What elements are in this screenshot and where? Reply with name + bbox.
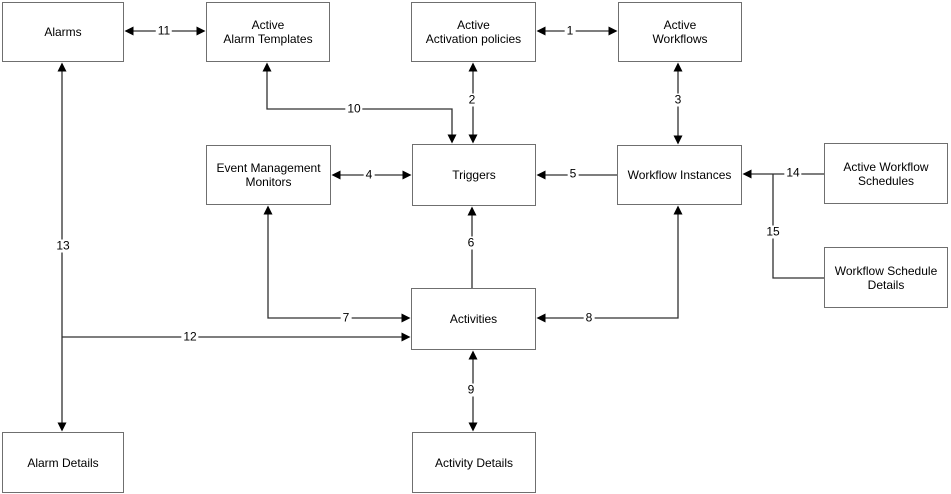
node-active-workflow-schedules: Active Workflow Schedules xyxy=(824,143,948,204)
connector-14-label: 14 xyxy=(784,165,802,180)
connector-1-label: 1 xyxy=(564,23,576,38)
node-alarms: Alarms xyxy=(2,2,124,62)
connector-9-label: 9 xyxy=(465,382,477,397)
connector-7-label: 7 xyxy=(340,310,352,325)
connector-14 xyxy=(742,169,824,179)
connector-6-label: 6 xyxy=(465,235,477,250)
connector-15 xyxy=(772,174,824,279)
connector-2-label: 2 xyxy=(466,92,478,107)
connector-3-label: 3 xyxy=(672,92,684,107)
connector-8-label: 8 xyxy=(583,310,595,325)
connector-10-label: 10 xyxy=(345,101,363,116)
connector-11-label: 11 xyxy=(155,23,173,38)
connector-12-label: 12 xyxy=(181,329,199,344)
node-alarm-details: Alarm Details xyxy=(2,432,124,493)
connector-8 xyxy=(536,205,683,323)
node-activities: Activities xyxy=(411,288,536,350)
node-activity-details: Activity Details xyxy=(412,432,536,493)
connector-5 xyxy=(536,170,617,180)
connector-6 xyxy=(467,206,477,288)
node-active-activation-policies: Active Activation policies xyxy=(411,2,536,62)
node-workflow-schedule-details: Workflow Schedule Details xyxy=(824,247,948,308)
connector-1 xyxy=(536,26,618,36)
connector-13-label: 13 xyxy=(54,238,72,253)
node-triggers: Triggers xyxy=(412,144,536,206)
node-active-workflows: Active Workflows xyxy=(618,2,742,62)
connector-4-label: 4 xyxy=(363,167,375,182)
node-event-management-monitors: Event Management Monitors xyxy=(206,145,331,205)
connector-12 xyxy=(62,332,411,342)
connector-7 xyxy=(263,205,411,323)
node-workflow-instances: Workflow Instances xyxy=(617,145,742,205)
connector-5-label: 5 xyxy=(567,166,579,181)
node-active-alarm-templates: Active Alarm Templates xyxy=(206,2,330,62)
connector-15-label: 15 xyxy=(764,224,782,239)
